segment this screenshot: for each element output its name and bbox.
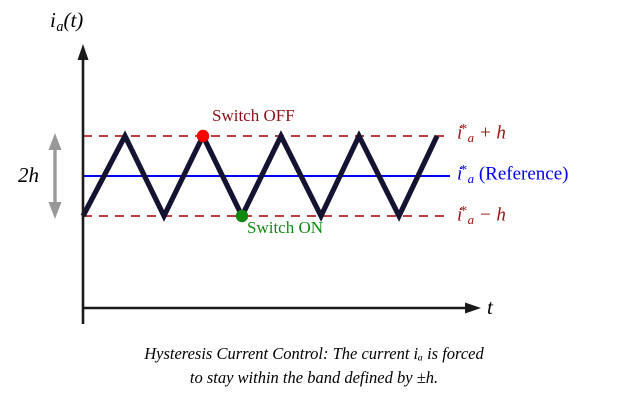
lower-band-star: *	[460, 203, 468, 218]
band-measure-label: 2h	[18, 163, 39, 187]
y-axis-arrowhead	[77, 44, 89, 60]
reference-subscript: a	[467, 171, 475, 187]
lower-band-suffix: − h	[474, 204, 506, 226]
lower-band-label: i*a − h	[457, 204, 506, 227]
lower-band-subscript: a	[467, 212, 475, 228]
band-measure-arrowhead-up	[48, 133, 62, 150]
switch-off-marker-icon	[196, 129, 210, 143]
upper-band-subscript: a	[467, 130, 475, 146]
y-axis-label-symbol: i	[50, 8, 56, 32]
figure-caption-line-1: Hysteresis Current Control: The current …	[144, 344, 484, 363]
switch-on-marker-icon	[235, 209, 249, 223]
upper-band-symbol: i	[457, 122, 463, 144]
switch-on-label: Switch ON	[247, 218, 324, 237]
reference-suffix: (Reference)	[474, 163, 569, 185]
switch-off-label: Switch OFF	[212, 106, 295, 125]
x-axis-arrowhead	[465, 302, 481, 314]
upper-band-label: i*a + h	[457, 122, 506, 145]
y-axis-label-subscript: a	[56, 18, 64, 35]
upper-band-suffix: + h	[474, 122, 506, 144]
y-axis-label: ia(t)	[50, 8, 84, 35]
reference-symbol: i	[457, 163, 463, 185]
band-measure-arrowhead-down	[48, 202, 62, 219]
figure-caption: Hysteresis Current Control: The current …	[0, 342, 628, 390]
reference-label: i*a (Reference)	[457, 163, 568, 186]
figure-caption-line-2: to stay within the band defined by ±h.	[189, 367, 439, 387]
reference-star: *	[460, 162, 468, 177]
y-axis-label-argument: (t)	[63, 8, 84, 32]
upper-band-star: *	[460, 121, 468, 136]
x-axis-label: t	[487, 295, 493, 319]
lower-band-symbol: i	[457, 204, 463, 226]
current-waveform	[80, 130, 440, 222]
